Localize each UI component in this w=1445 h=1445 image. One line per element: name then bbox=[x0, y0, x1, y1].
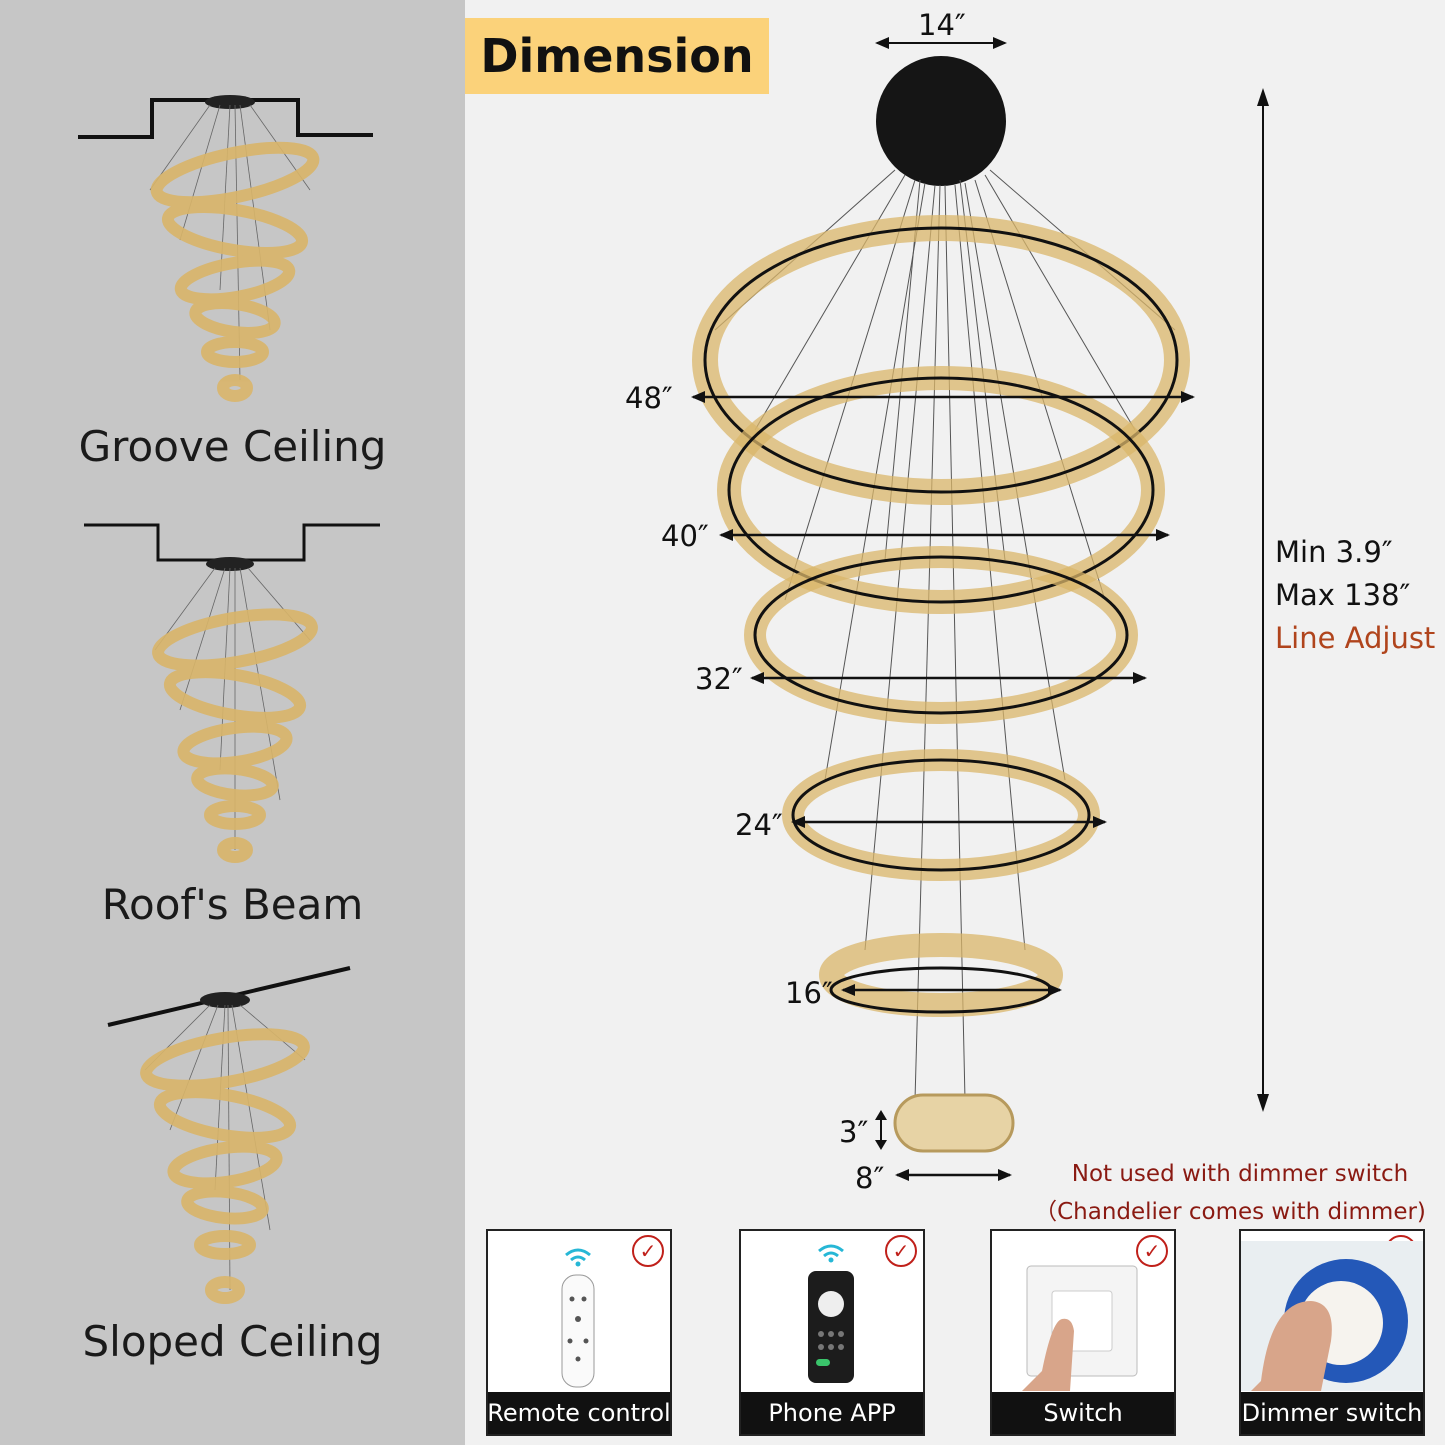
sloped-ceiling-illustration bbox=[107, 966, 351, 1304]
check-icon: ✓ bbox=[885, 1235, 917, 1267]
ring-32-label: 32″ bbox=[695, 662, 743, 696]
small-ring-width-label: 8″ bbox=[855, 1161, 885, 1195]
ring-width-arrows bbox=[693, 395, 1193, 1177]
groove-ceiling-illustration bbox=[78, 95, 373, 402]
ring-24-label: 24″ bbox=[735, 808, 783, 842]
remote-icon bbox=[561, 1248, 595, 1388]
control-card-switch: ✓ Switch bbox=[990, 1229, 1176, 1436]
dimmer-note-line2: （Chandelier comes with dimmer) bbox=[1034, 1199, 1426, 1225]
dimmer-switch-label: Dimmer switch bbox=[1241, 1392, 1423, 1434]
line-adjust-label: Line Adjust bbox=[1275, 621, 1436, 655]
small-ring-height-label: 3″ bbox=[839, 1115, 869, 1149]
mounting-label-beam: Roof's Beam bbox=[101, 880, 364, 929]
switch-label: Switch bbox=[992, 1392, 1174, 1434]
check-icon: ✓ bbox=[632, 1235, 664, 1267]
dimmer-note-line1: Not used with dimmer switch bbox=[1071, 1161, 1409, 1187]
ring-40-label: 40″ bbox=[661, 519, 709, 553]
dimension-title: Dimension bbox=[465, 18, 769, 94]
phone-app-label: Phone APP bbox=[741, 1392, 923, 1434]
roof-beam-illustration bbox=[84, 523, 380, 863]
wall-switch-icon bbox=[1022, 1265, 1138, 1391]
remote-control-label: Remote control bbox=[488, 1392, 670, 1434]
ring-48-label: 48″ bbox=[625, 381, 673, 415]
dimmer-knob-icon bbox=[1241, 1241, 1423, 1391]
control-card-remote: ✓ Remote control bbox=[486, 1229, 672, 1436]
max-length-label: Max 138″ bbox=[1275, 578, 1411, 612]
ring-16-label: 16″ bbox=[785, 976, 833, 1010]
canopy-width-label: 14″ bbox=[918, 8, 966, 42]
mounting-panel: Groove Ceiling Roof's Beam bbox=[0, 0, 465, 1445]
suspension-wires bbox=[714, 169, 1176, 1101]
control-card-dimmer: ✕ Dimmer switch bbox=[1239, 1229, 1425, 1436]
check-icon: ✓ bbox=[1136, 1235, 1168, 1267]
control-card-phone: ✓ Phone APP bbox=[739, 1229, 925, 1436]
mounting-label-groove: Groove Ceiling bbox=[78, 422, 387, 471]
mounting-label-sloped: Sloped Ceiling bbox=[82, 1317, 383, 1366]
min-length-label: Min 3.9″ bbox=[1275, 535, 1393, 569]
chandelier-dimension-drawing bbox=[691, 37, 1269, 1181]
phone-app-icon bbox=[808, 1244, 854, 1383]
